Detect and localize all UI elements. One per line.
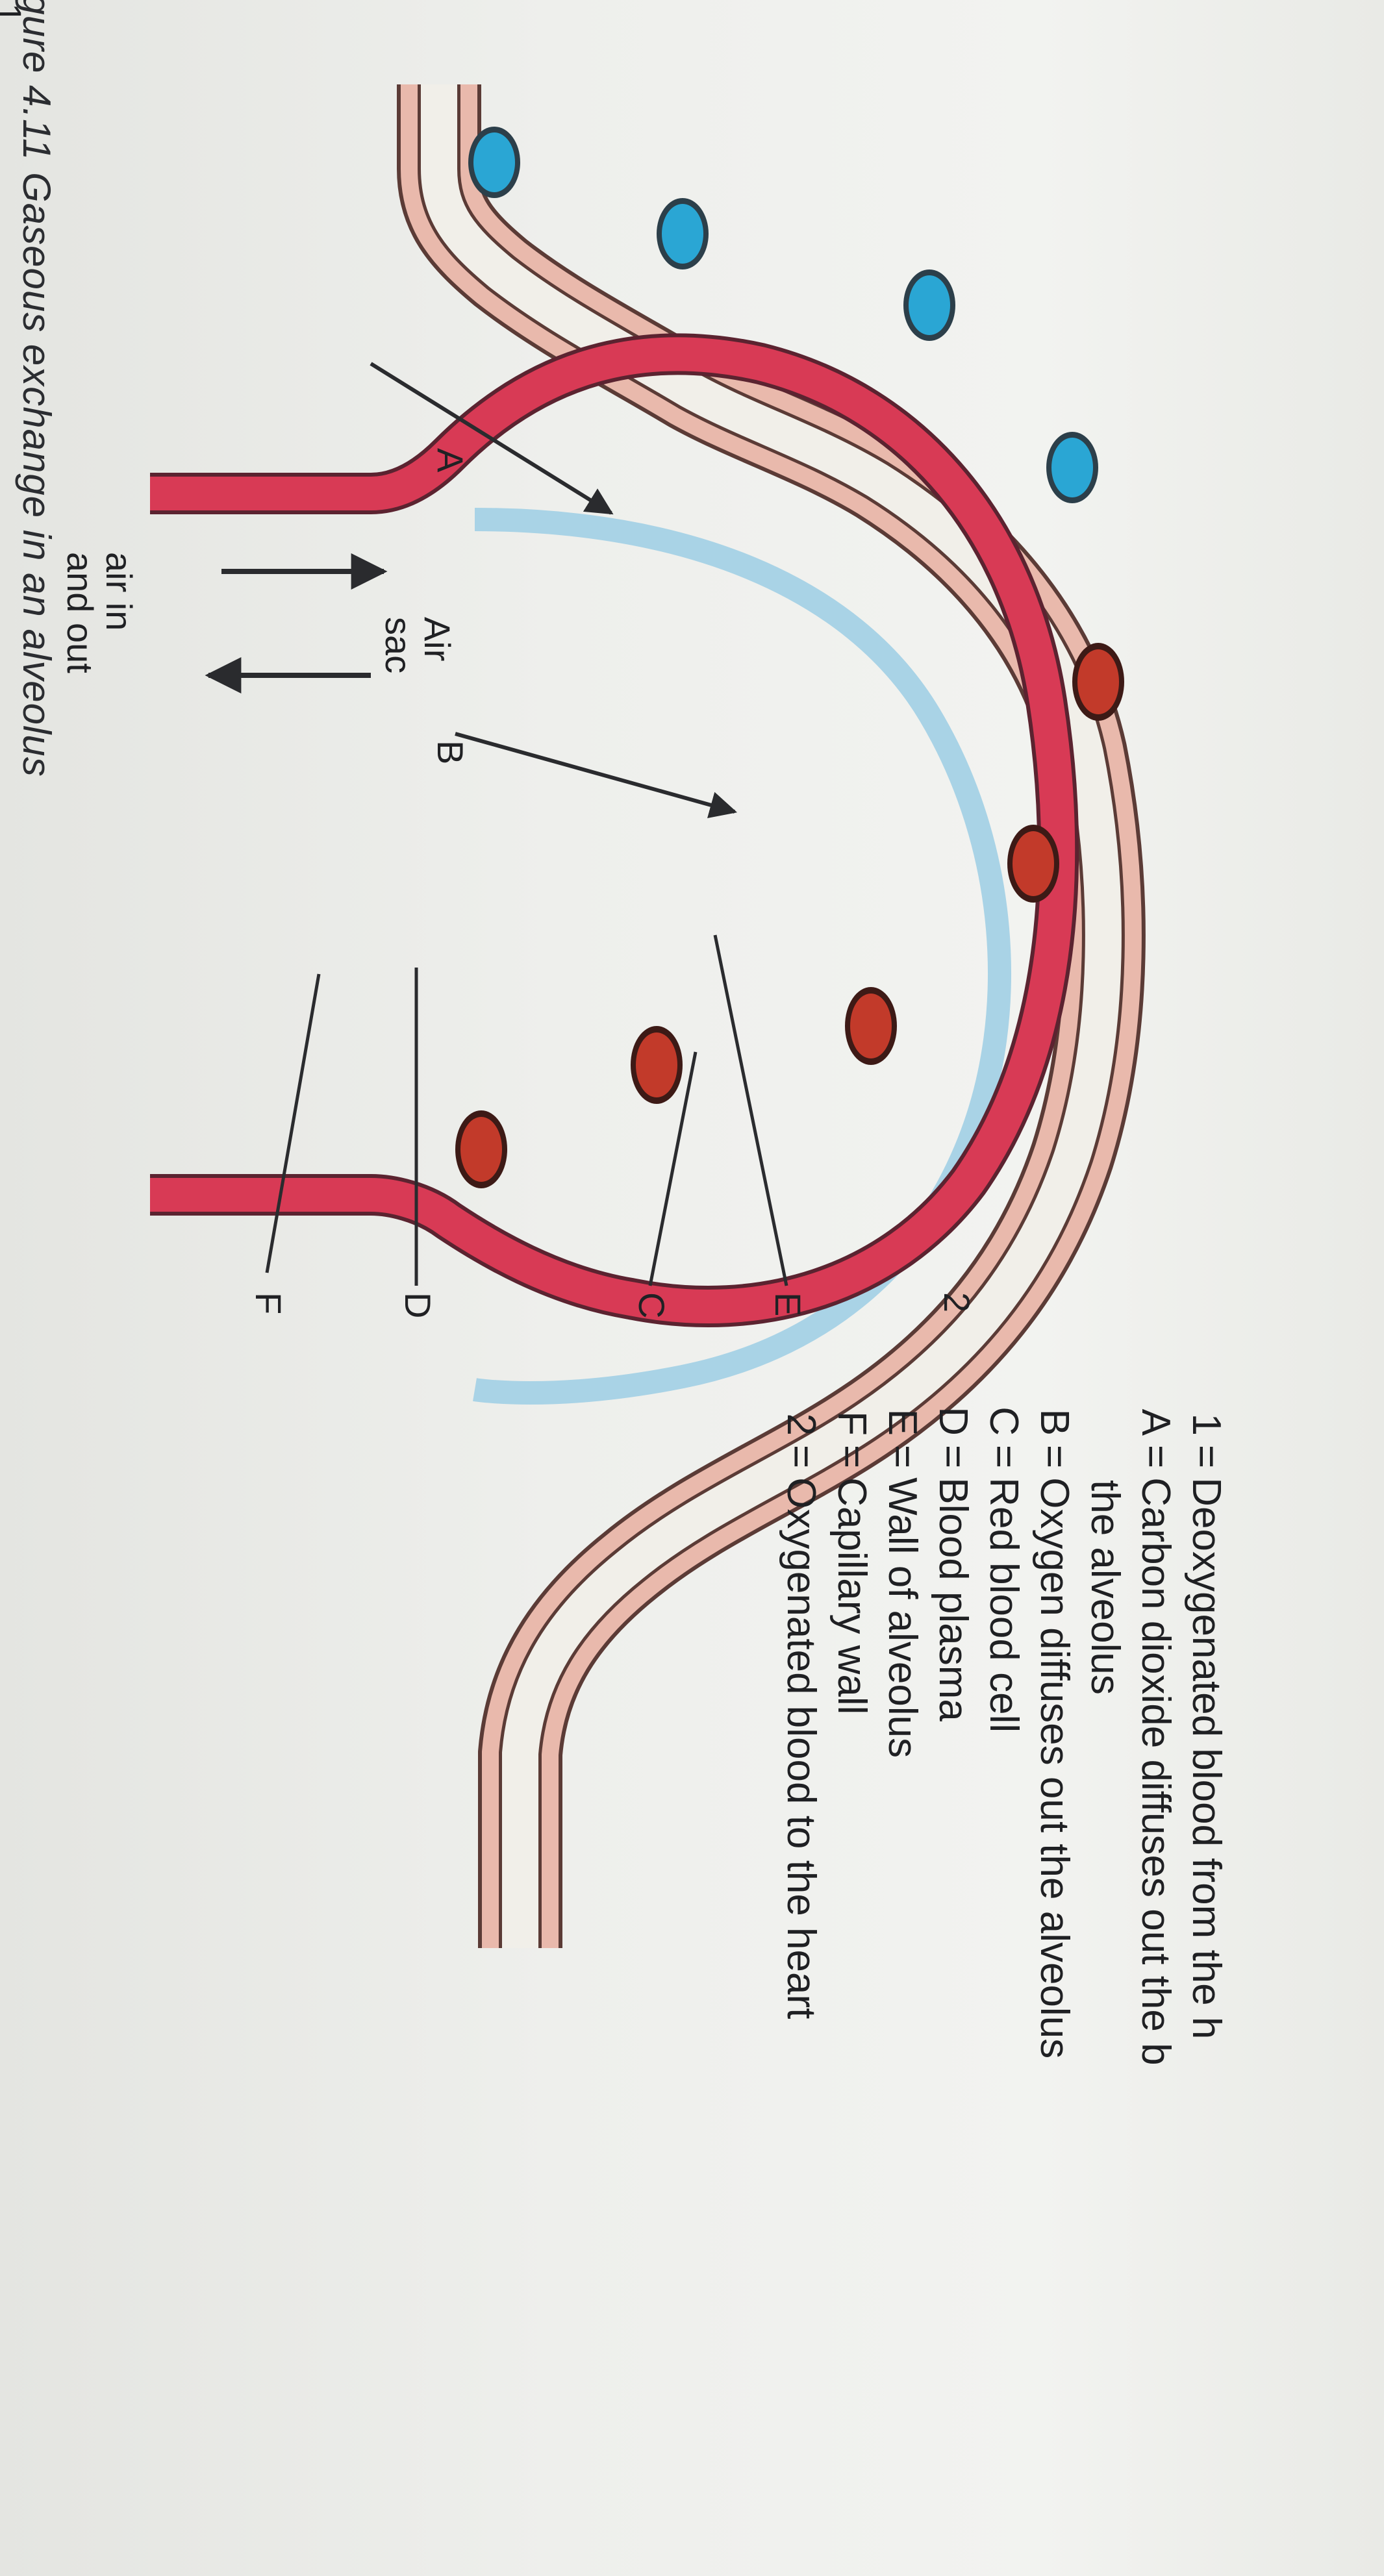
air-sac [150,333,1079,1405]
legend-key: E [880,1408,925,1436]
oxygenated-cell [1007,825,1059,903]
legend-text: Capillary wall [829,1477,874,1715]
label-b: B [430,740,471,765]
label-d: D [397,1292,438,1319]
air-flow-arrows [205,553,388,694]
legend-item-e: E=Wall of alveolus [877,1373,927,2562]
legend-key: D [931,1407,975,1436]
legend-item-2: 2=Oxygenated blood to the heart [775,1373,826,2562]
capillary-wall [475,71,1056,1254]
deoxygenated-cell [657,198,709,269]
legend-key: C [981,1407,1026,1436]
oxygenated-cell [455,1110,507,1188]
arrow-a [370,362,614,515]
label-c: C [631,1292,672,1319]
leader-c [648,1051,698,1286]
legend-item-d: D=Blood plasma [927,1373,978,2562]
label-a: A [430,448,471,473]
leader-e [713,934,788,1286]
legend-item-a-cont: the alveolus [1083,1480,1127,1695]
label-air-in: air in [99,552,140,631]
deoxygenated-cell [903,269,955,341]
legend-key: F [829,1411,874,1436]
label-e: E [768,1292,809,1317]
legend-text: Deoxygenated blood from the h [1184,1477,1229,2040]
legend-key: B [1032,1408,1077,1436]
legend-item-f: F=Capillary wall [826,1373,877,2562]
deoxygenated-cell [468,127,520,198]
legend-text: Wall of alveolus [880,1477,925,1758]
blood-cells [455,127,1124,1188]
oxygenated-cell [631,1026,683,1104]
leader-f [265,973,321,1273]
figure-caption: igure 4.11 Gaseous exchange in an alveol… [15,0,58,777]
legend-item-c: C=Red blood cell [978,1373,1029,2562]
legend-key: 1 [1184,1413,1229,1436]
label-f: F [248,1292,289,1315]
arrow-b [455,732,738,819]
legend-text: Carbon dioxide diffuses out the b [1133,1477,1178,2066]
legend-key: 2 [779,1413,824,1436]
legend-key: A [1133,1408,1178,1436]
legend-item-b: B=Oxygen diffuses out the alveolus [1029,1373,1079,2562]
legend-text: Oxygen diffuses out the alveolus [1032,1477,1077,2059]
label-sac: sac [378,617,419,674]
legend: 1=Deoxygenated blood from the h A=Carbon… [775,1373,1231,2562]
leader-lines [265,362,788,1286]
deoxygenated-cell [1046,432,1098,503]
legend-text: Oxygenated blood to the heart [779,1477,824,2020]
legend-item-a: A=Carbon dioxide diffuses out the b [1130,1373,1181,2562]
oxygenated-cell [845,987,897,1065]
legend-text: Blood plasma [931,1477,975,1721]
label-air: Air [417,617,458,662]
label-and-out: and out [60,552,101,673]
legend-item-1: 1=Deoxygenated blood from the h [1181,1373,1231,2562]
legend-text: Red blood cell [981,1477,1026,1733]
label-2: 2 [937,1292,977,1313]
oxygenated-cell [1072,643,1124,721]
